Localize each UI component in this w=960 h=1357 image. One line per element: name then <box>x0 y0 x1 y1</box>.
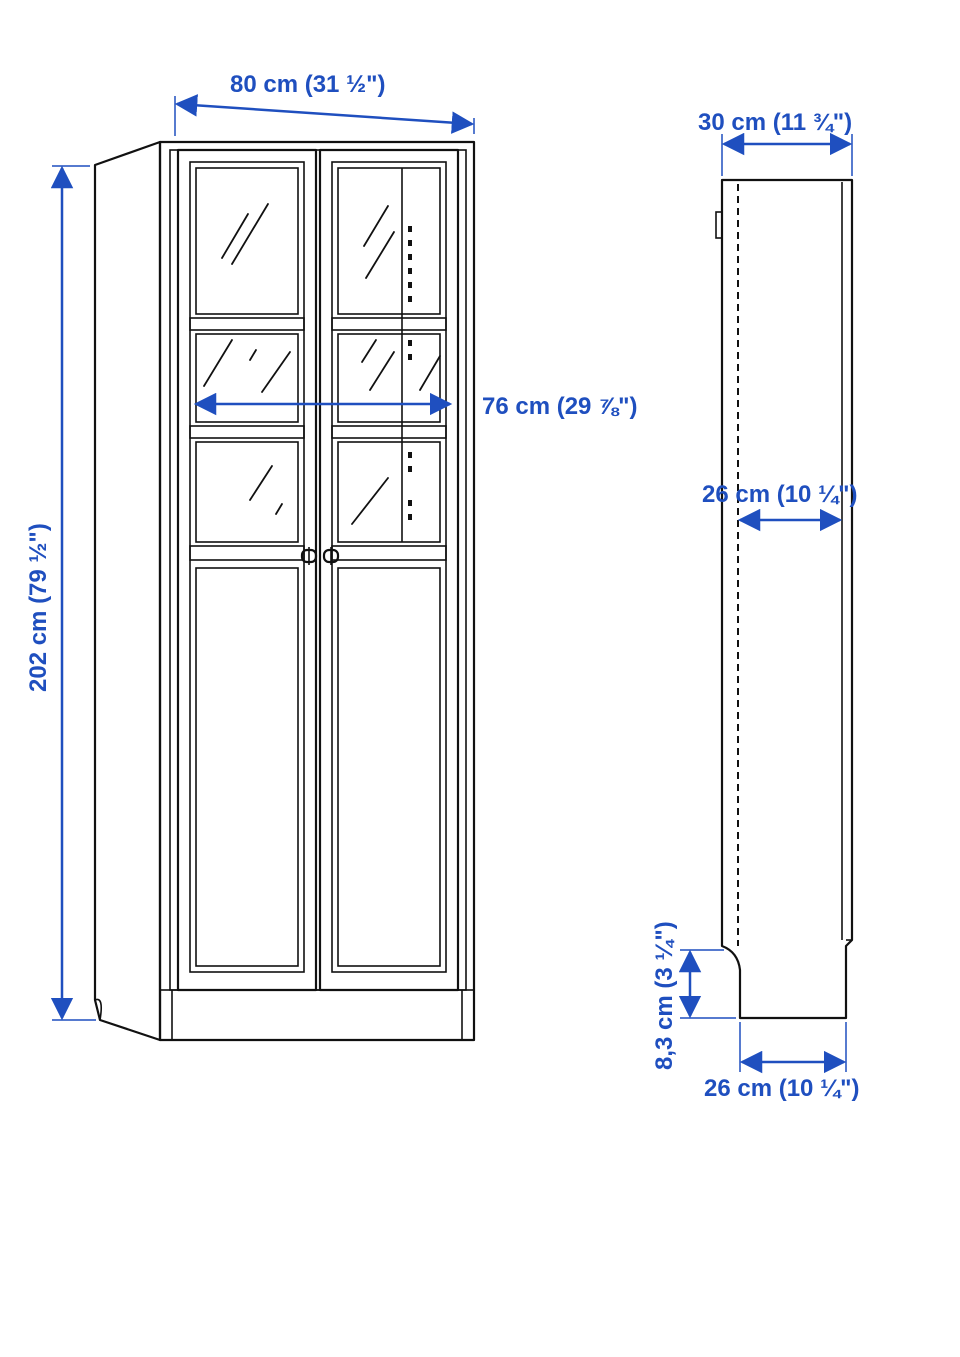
solid-panel <box>195 567 299 967</box>
door-right-inner <box>331 161 447 973</box>
cabinet-plinth <box>159 989 475 1041</box>
depth-dimension: 30 cm (11 ¾") <box>698 109 853 176</box>
door-right <box>318 148 460 992</box>
door-right-mullion-2 <box>331 425 447 439</box>
base-depth-dimension: 26 cm (10 ¼") <box>704 1022 859 1102</box>
door-left <box>176 148 318 992</box>
side-foot-curve <box>94 998 102 1021</box>
door-left-mullion-1 <box>189 317 305 331</box>
glass-pane <box>195 333 299 423</box>
glass-pane <box>337 167 441 315</box>
plinth-height-dimension: 8,3 cm (3 ¼") <box>651 921 736 1070</box>
cabinet-inner-frame <box>169 149 467 991</box>
inner-width-label: 76 cm (29 ⅞") <box>482 393 637 420</box>
bookcase-front-view <box>93 140 476 1042</box>
glass-reflections <box>203 203 441 525</box>
inner-depth-label: 26 cm (10 ¼") <box>702 481 857 508</box>
width-label: 80 cm (31 ½") <box>230 71 385 98</box>
height-dimension: 202 cm (79 ½") <box>25 165 96 1021</box>
door-right-rail <box>331 545 447 561</box>
base-depth-label: 26 cm (10 ¼") <box>704 1075 859 1102</box>
door-left-rail <box>189 545 305 561</box>
door-knobs <box>300 547 340 565</box>
inner-depth-dimension: 26 cm (10 ¼") <box>702 481 857 532</box>
glass-pane <box>337 441 441 543</box>
side-profile-outline <box>720 178 854 1020</box>
height-label: 202 cm (79 ½") <box>25 523 52 692</box>
door-left-inner <box>189 161 305 973</box>
bookcase-side-view <box>715 178 854 1020</box>
door-left-mullion-2 <box>189 425 305 439</box>
width-dimension: 80 cm (31 ½") <box>174 71 475 136</box>
glass-pane <box>337 333 441 423</box>
glass-pane <box>195 167 299 315</box>
glass-pane <box>195 441 299 543</box>
door-right-mullion-1 <box>331 317 447 331</box>
plinth-height-label: 8,3 cm (3 ¼") <box>651 921 678 1070</box>
depth-label: 30 cm (11 ¾") <box>698 109 852 136</box>
knob-profile <box>715 211 723 239</box>
cabinet-side-panel <box>93 140 162 1042</box>
shelf-pin-holes <box>408 226 412 520</box>
inner-width-dimension: 76 cm (29 ⅞") <box>193 392 637 420</box>
solid-panel <box>337 567 441 967</box>
